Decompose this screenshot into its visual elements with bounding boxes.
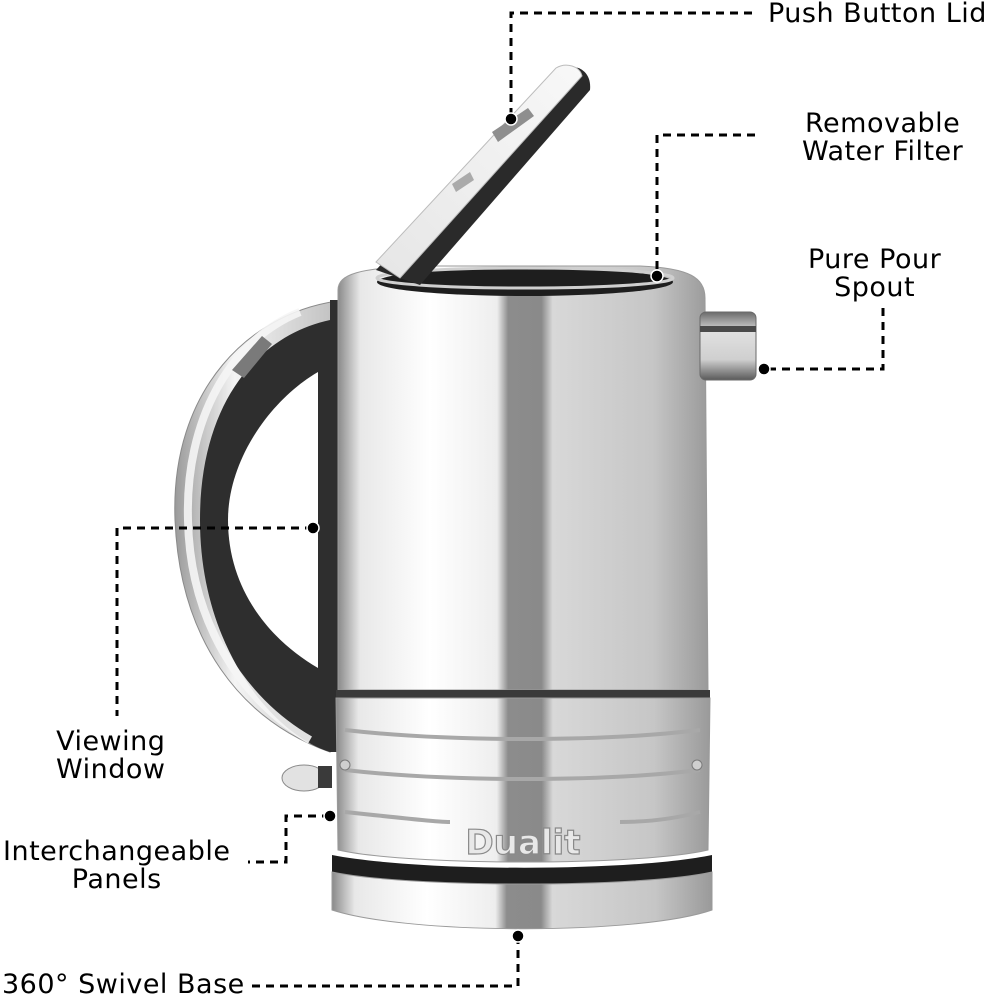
callout-line-lid bbox=[509, 11, 752, 115]
callout-dot-spout bbox=[757, 362, 771, 376]
label-line: Viewing bbox=[56, 726, 166, 757]
power-switch bbox=[281, 764, 332, 792]
label-line: Window bbox=[56, 754, 166, 785]
label-360-swivel-base: 360° Swivel Base bbox=[2, 971, 245, 999]
label-line: Pure Pour bbox=[808, 244, 942, 275]
callout-dot-base bbox=[511, 929, 525, 943]
brand-logo: Dualit bbox=[466, 823, 581, 863]
callout-dot-panels bbox=[323, 809, 337, 823]
swivel-base bbox=[331, 855, 713, 930]
label-line: Spout bbox=[834, 272, 916, 303]
callout-line-panels bbox=[248, 814, 330, 864]
label-pure-pour-spout: Pure Pour Spout bbox=[808, 246, 941, 302]
label-line: Panels bbox=[71, 864, 162, 895]
label-line: Removable bbox=[805, 108, 961, 139]
callout-dot-window bbox=[306, 521, 320, 535]
label-line: 360° Swivel Base bbox=[2, 969, 245, 1000]
callout-dot-filter bbox=[650, 269, 664, 283]
label-line: Push Button Lid bbox=[768, 0, 987, 29]
spout bbox=[699, 311, 757, 381]
label-removable-water-filter: Removable Water Filter bbox=[802, 110, 963, 166]
label-interchangeable-panels: Interchangeable Panels bbox=[3, 838, 230, 894]
callout-line-base bbox=[250, 936, 520, 988]
callout-dots bbox=[306, 112, 771, 943]
callout-line-filter bbox=[655, 133, 755, 272]
label-line: Water Filter bbox=[802, 136, 964, 167]
label-viewing-window: Viewing Window bbox=[56, 728, 165, 784]
callout-line-window bbox=[115, 526, 313, 716]
callout-lines bbox=[115, 11, 885, 988]
callout-dot-lid bbox=[504, 112, 518, 126]
kettle-body bbox=[337, 265, 709, 691]
label-push-button-lid: Push Button Lid bbox=[768, 0, 987, 28]
handle bbox=[174, 299, 360, 753]
label-line: Interchangeable bbox=[3, 836, 231, 867]
lid bbox=[375, 64, 591, 285]
callout-line-spout bbox=[765, 308, 885, 371]
interchangeable-panel bbox=[335, 690, 711, 863]
